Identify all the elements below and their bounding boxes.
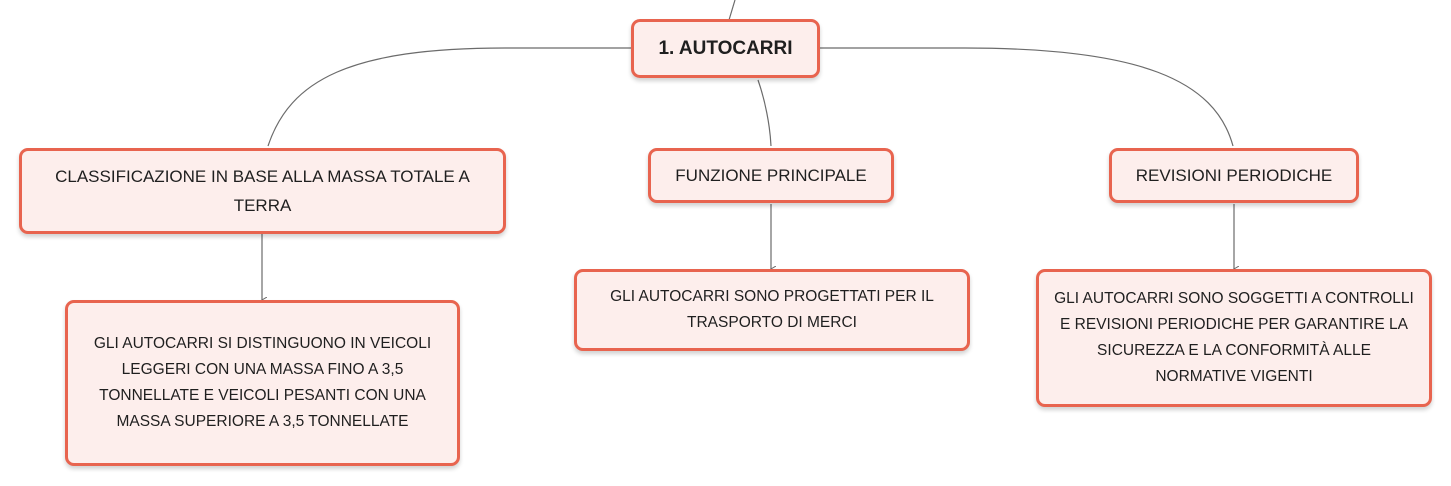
branch-node-classificazione[interactable]: CLASSIFICAZIONE IN BASE ALLA MASSA TOTAL… xyxy=(19,148,506,234)
detail-text: GLI AUTOCARRI SI DISTINGUONO IN VEICOLI … xyxy=(93,335,432,430)
root-node[interactable]: 1. AUTOCARRI xyxy=(631,19,820,78)
root-label: 1. AUTOCARRI xyxy=(658,38,793,59)
branch-title: CLASSIFICAZIONE IN BASE ALLA MASSA TOTAL… xyxy=(55,167,470,215)
detail-node-revisioni[interactable]: GLI AUTOCARRI SONO SOGGETTI A CONTROLLI … xyxy=(1036,269,1432,407)
connector-root-to-funzione xyxy=(757,79,772,147)
detail-text: GLI AUTOCARRI SONO PROGETTATI PER IL TRA… xyxy=(610,288,934,331)
branch-title: FUNZIONE PRINCIPALE xyxy=(675,166,867,185)
parent-connector xyxy=(728,0,736,21)
connector-root-to-revisioni xyxy=(818,47,1234,147)
branch-title: REVISIONI PERIODICHE xyxy=(1135,166,1333,185)
detail-node-classificazione[interactable]: GLI AUTOCARRI SI DISTINGUONO IN VEICOLI … xyxy=(65,300,460,466)
branch-node-funzione[interactable]: FUNZIONE PRINCIPALE xyxy=(648,148,894,203)
detail-text: GLI AUTOCARRI SONO SOGGETTI A CONTROLLI … xyxy=(1054,290,1414,385)
detail-node-funzione[interactable]: GLI AUTOCARRI SONO PROGETTATI PER IL TRA… xyxy=(574,269,970,351)
connector-root-to-classificazione xyxy=(267,47,632,147)
branch-node-revisioni[interactable]: REVISIONI PERIODICHE xyxy=(1109,148,1359,203)
